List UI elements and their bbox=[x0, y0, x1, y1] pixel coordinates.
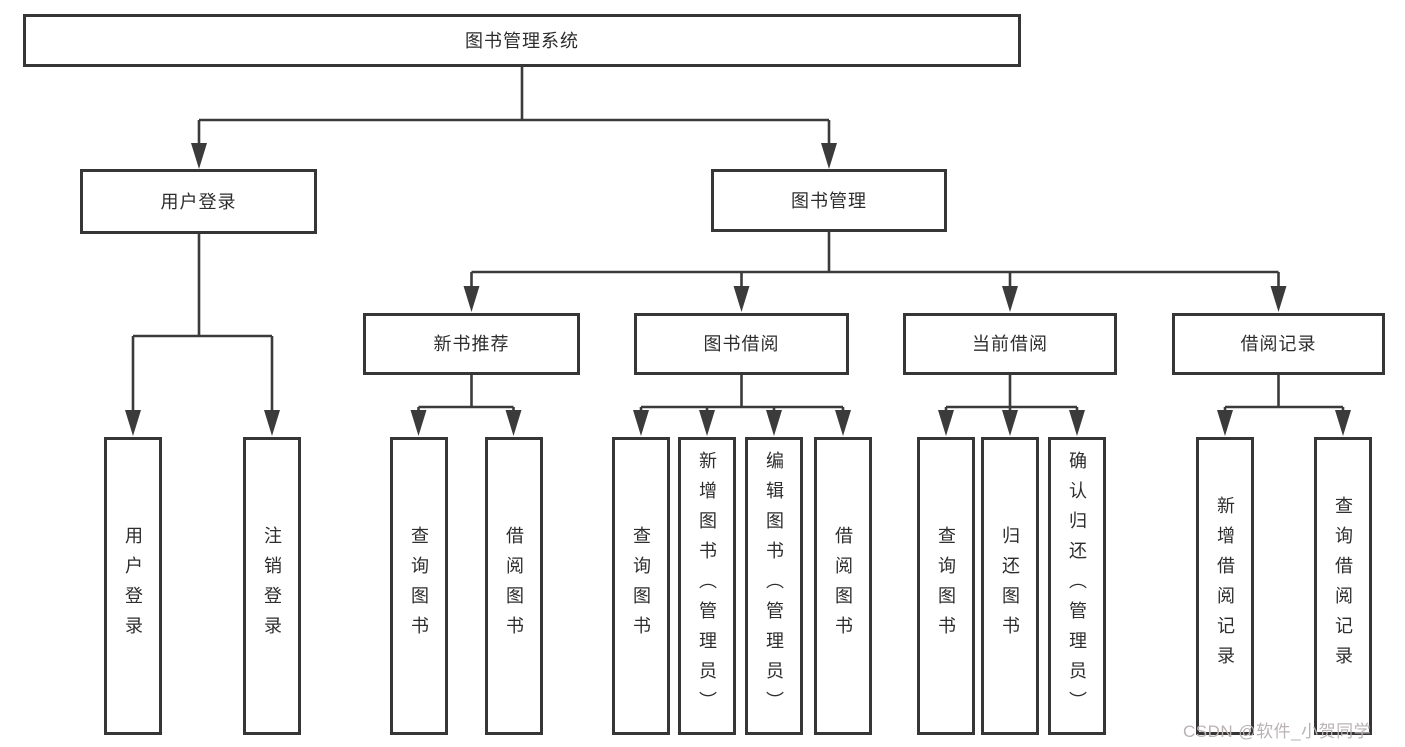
leaf-query-books-borrow: 查询图书 bbox=[612, 437, 670, 735]
node-book-management: 图书管理 bbox=[711, 169, 947, 232]
leaf-logout: 注销登录 bbox=[243, 437, 301, 735]
leaf-user-login: 用户登录 bbox=[104, 437, 162, 735]
node-user-login: 用户登录 bbox=[80, 169, 317, 234]
leaf-query-borrow-record: 查询借阅记录 bbox=[1314, 437, 1372, 735]
leaf-query-books-recommend: 查询图书 bbox=[390, 437, 448, 735]
leaf-confirm-return-admin: 确认归还（管理员） bbox=[1048, 437, 1106, 735]
leaf-add-borrow-record: 新增借阅记录 bbox=[1196, 437, 1254, 735]
node-book-borrowing: 图书借阅 bbox=[634, 313, 849, 375]
node-current-borrowing: 当前借阅 bbox=[903, 313, 1117, 375]
leaf-borrow-books: 借阅图书 bbox=[814, 437, 872, 735]
csdn-watermark: CSDN @软件_小贺同学 bbox=[1183, 722, 1372, 741]
node-new-book-recommendation: 新书推荐 bbox=[363, 313, 580, 375]
leaf-query-books-current: 查询图书 bbox=[917, 437, 975, 735]
leaf-add-books-admin: 新增图书（管理员） bbox=[678, 437, 736, 735]
leaf-borrow-books-recommend: 借阅图书 bbox=[485, 437, 543, 735]
node-library-management-system: 图书管理系统 bbox=[23, 14, 1021, 67]
node-borrowing-records: 借阅记录 bbox=[1172, 313, 1385, 375]
leaf-return-books: 归还图书 bbox=[981, 437, 1039, 735]
leaf-edit-books-admin: 编辑图书（管理员） bbox=[745, 437, 803, 735]
